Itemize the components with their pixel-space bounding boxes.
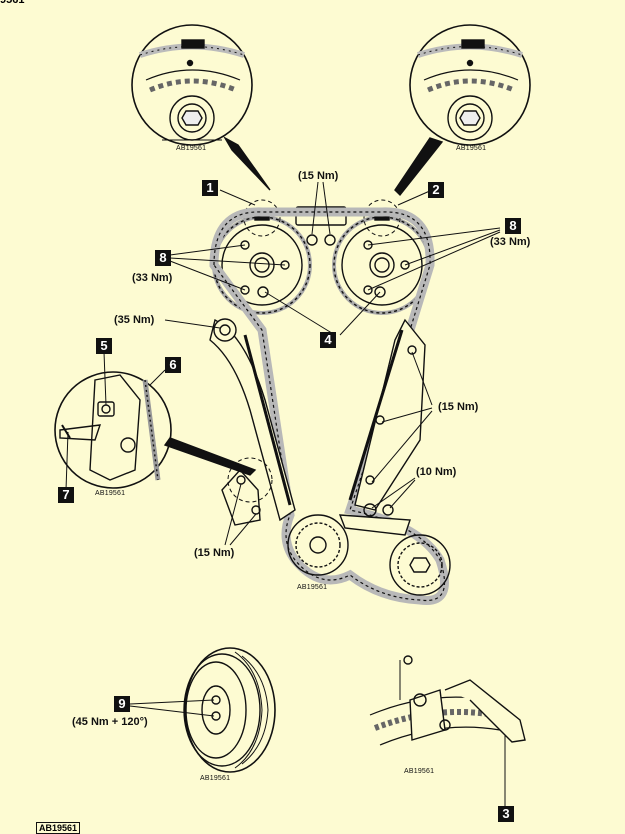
torque-cam-right: (33 Nm): [490, 236, 531, 248]
torque-guide-left-bottom: (15 Nm): [194, 547, 235, 559]
figure-ref: AB19561: [176, 145, 207, 152]
figure-ref: AB19561: [404, 768, 435, 775]
detail-pointer-right: [394, 137, 444, 197]
callout-2: 2: [428, 182, 444, 198]
callout-4: 4: [320, 332, 336, 348]
callout-8-right: 8: [505, 218, 521, 234]
detail-pointer-tensioner: [163, 437, 257, 476]
figure-ref: AB19561: [95, 490, 126, 497]
crankshaft-sprocket: [287, 514, 349, 576]
figure-ref: AB19561: [200, 775, 231, 782]
lower-guide: [338, 514, 411, 536]
tensioner-rail: [209, 318, 296, 526]
leader-lines: [65, 181, 506, 810]
detail-circle-tensioner: [54, 371, 172, 489]
figure-ref: AB19561: [456, 145, 487, 152]
callout-3: 3: [498, 806, 514, 822]
crank-pulley: [183, 647, 276, 773]
guide-rail-right: [348, 318, 426, 511]
flywheel-locking-tool: [369, 655, 526, 805]
callout-5: 5: [96, 338, 112, 354]
torque-guide-lower: (10 Nm): [416, 466, 457, 478]
torque-pulley: (45 Nm + 120°): [72, 716, 148, 728]
callout-6: 6: [165, 357, 181, 373]
camshaft-sprocket-left: [212, 215, 312, 315]
figure-ref-top: 9561: [0, 0, 25, 6]
figure-ref: AB19561: [297, 584, 328, 591]
detail-circle-right: [409, 24, 531, 146]
detail-circle-left: [131, 24, 253, 146]
callout-9: 9: [114, 696, 130, 712]
detail-pointer-left: [223, 136, 271, 191]
callout-7: 7: [58, 487, 74, 503]
figure-ref-bottom: AB19561: [36, 822, 81, 834]
torque-cam-left: (33 Nm): [132, 272, 173, 284]
torque-guide-right: (15 Nm): [438, 401, 479, 413]
callout-8-left: 8: [155, 250, 171, 266]
callout-1: 1: [202, 180, 218, 196]
torque-tensioner-pivot: (35 Nm): [114, 314, 155, 326]
timing-chain: [209, 207, 449, 605]
torque-top-bolts: (15 Nm): [298, 170, 339, 182]
oil-pump-sprocket: [389, 534, 451, 596]
